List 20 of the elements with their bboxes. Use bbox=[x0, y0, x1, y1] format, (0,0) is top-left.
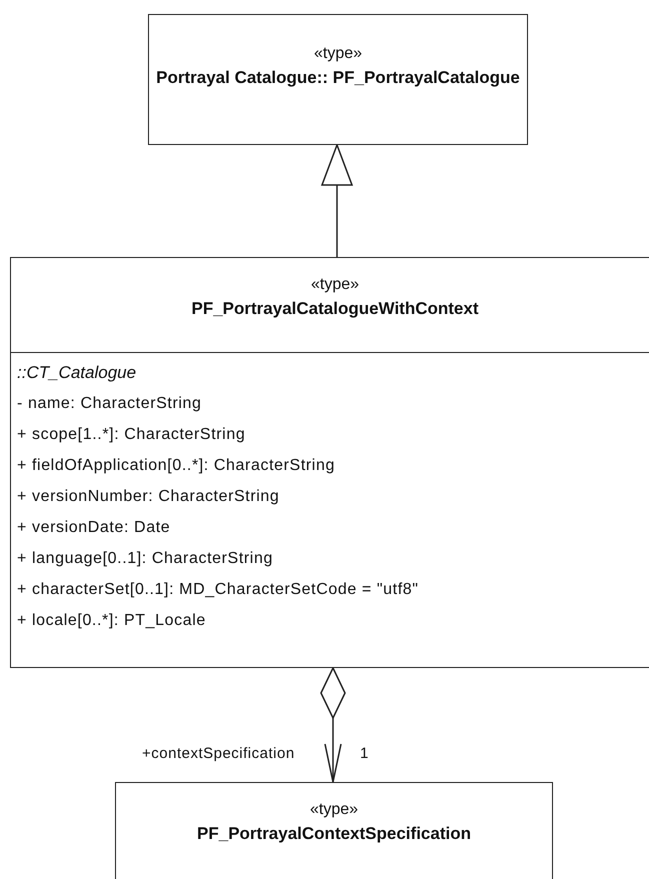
attribute-text: + scope[1..*]: CharacterString bbox=[17, 426, 246, 443]
class-name: PF_PortrayalCatalogueWithContext bbox=[192, 299, 478, 318]
class-name: PF_PortrayalContextSpecification bbox=[197, 824, 471, 843]
attribute-text: + fieldOfApplication[0..*]: CharacterString bbox=[17, 457, 335, 474]
attribute-text: + locale[0..*]: PT_Locale bbox=[17, 612, 206, 629]
attribute-text: + characterSet[0..1]: MD_CharacterSetCode = "utf8" bbox=[17, 581, 419, 598]
attribute-text: + versionDate: Date bbox=[17, 519, 170, 536]
attribute-text: + language[0..1]: CharacterString bbox=[17, 550, 273, 567]
stereotype-label: «type» bbox=[314, 45, 362, 62]
class-box bbox=[148, 14, 528, 145]
class-box bbox=[115, 782, 553, 879]
stereotype-label: «type» bbox=[310, 276, 360, 293]
generalization-arrow bbox=[321, 144, 353, 257]
aggregation-arrow bbox=[320, 667, 346, 783]
class-box bbox=[10, 257, 649, 668]
attribute-text: - name: CharacterString bbox=[17, 395, 202, 412]
attribute-text: + versionNumber: CharacterString bbox=[17, 488, 280, 505]
class-name: Portrayal Catalogue:: PF_PortrayalCatalogue bbox=[156, 68, 520, 87]
parent-class-name: ::CT_Catalogue bbox=[17, 363, 136, 382]
stereotype-label: «type» bbox=[310, 801, 358, 818]
